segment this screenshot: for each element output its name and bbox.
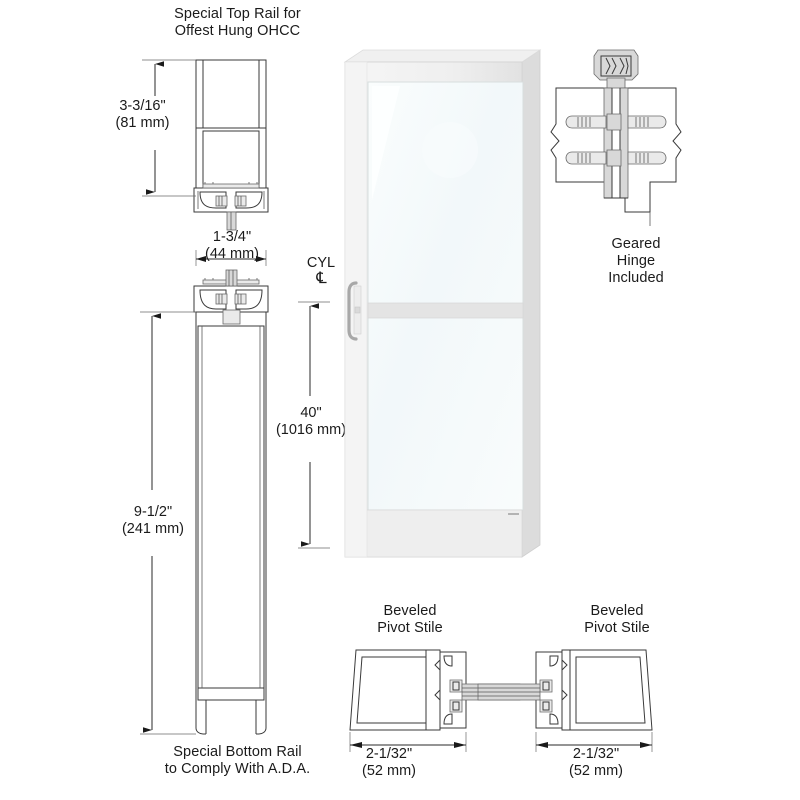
- top-rail-title: Special Top Rail for Offest Hung OHCC: [174, 6, 301, 39]
- bottom-rail-cross-section: [193, 269, 269, 735]
- dimension-line-rail-depth: [195, 250, 267, 266]
- bottom-rail-title: Special Bottom Rail to Comply With A.D.A…: [164, 744, 311, 777]
- top-rail-cross-section: [193, 59, 269, 231]
- centerline-icon: ℄: [316, 270, 326, 287]
- dimension-stile-width-right: 2-1/32" (52 mm): [569, 746, 623, 779]
- dimension-bottom-rail-height: 9-1/2" (241 mm): [121, 504, 185, 537]
- dimension-line-cyl-height: [298, 301, 330, 549]
- beveled-pivot-stile-label-right: Beveled Pivot Stile: [584, 603, 650, 636]
- horizontal-mid-rail: [367, 302, 524, 319]
- pull-handle[interactable]: [347, 281, 362, 341]
- dimension-top-rail-height: 3-3/16" (81 mm): [115, 98, 170, 131]
- cyl-label: CYL ℄: [290, 255, 352, 287]
- door-bottom-rail: [344, 509, 523, 558]
- dimension-line-stile-width-left: [349, 732, 467, 752]
- dimension-stile-width-left: 2-1/32" (52 mm): [362, 746, 416, 779]
- right-beveled-pivot-stile-cross-section: [477, 649, 653, 731]
- dimension-line-bottom-rail-height: [140, 311, 196, 735]
- dimension-line-stile-width-right: [535, 732, 653, 752]
- dimension-cyl-height: 40" (1016 mm): [275, 405, 347, 438]
- dimension-rail-depth: 1-3/4" (44 mm): [205, 229, 259, 262]
- cyl-text: CYL: [306, 255, 336, 271]
- geared-hinge-label: Geared Hinge Included: [608, 236, 664, 286]
- geared-hinge-cross-section: [550, 49, 682, 226]
- beveled-pivot-stile-label-left: Beveled Pivot Stile: [377, 603, 443, 636]
- dimension-line-top-rail-height: [142, 59, 196, 197]
- aluminum-entrance-door: [343, 49, 542, 558]
- left-beveled-pivot-stile-cross-section: [349, 649, 521, 731]
